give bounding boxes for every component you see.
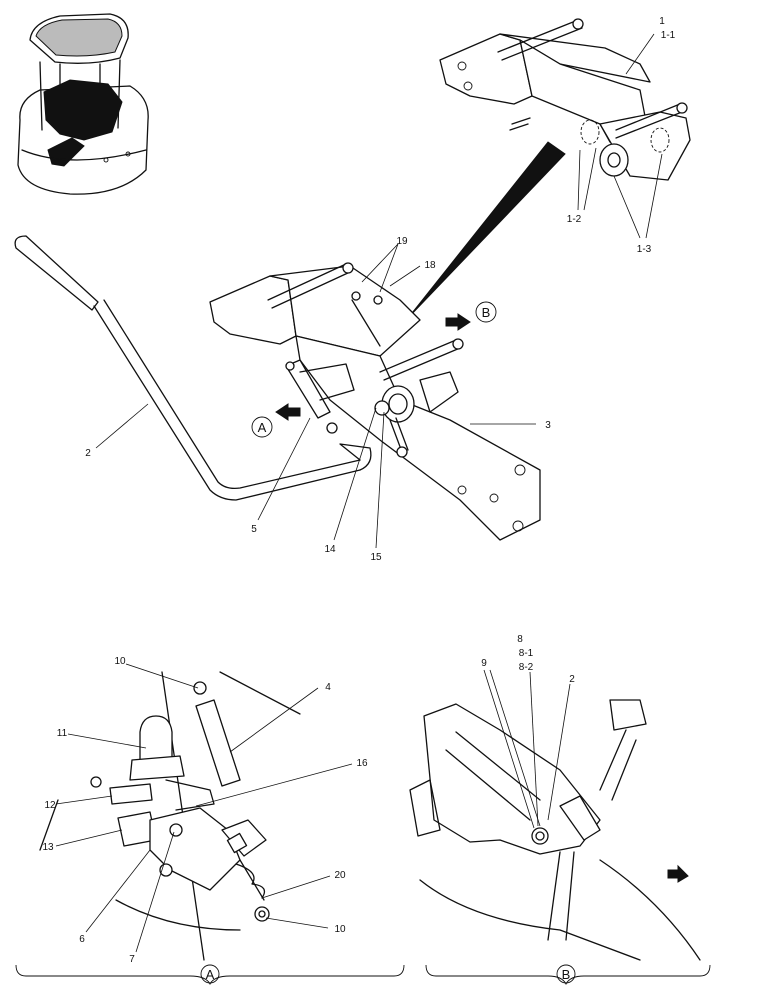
- callout-15: 15: [370, 552, 382, 563]
- callout-1-2: 1-2: [567, 214, 582, 225]
- main-assembly: [14, 235, 541, 541]
- callout-20: 20: [334, 870, 346, 881]
- detail-a-brace: [15, 964, 405, 986]
- leader-lines: [55, 33, 663, 953]
- damper-4: [195, 699, 241, 787]
- lever-2: [14, 235, 99, 311]
- callout-1-1: 1-1: [661, 30, 676, 41]
- callout-11: 11: [57, 728, 68, 739]
- callout-14: 14: [324, 544, 336, 555]
- machine-thumbnail: [17, 13, 149, 195]
- detail-a-view: [39, 671, 301, 961]
- callout-1: 1: [659, 16, 665, 27]
- callout-12: 12: [44, 800, 56, 811]
- callout-8-2: 8-2: [519, 662, 534, 673]
- detail-b-label: B: [562, 967, 571, 982]
- bracket-assembly-1: [439, 18, 691, 181]
- view-a-arrow-icon: [275, 403, 301, 421]
- callout-1-3: 1-3: [637, 244, 652, 255]
- callout-2-detail-b: 2: [569, 674, 575, 685]
- detail-pointer-wedge: [407, 141, 566, 319]
- callout-10-top: 10: [114, 656, 126, 667]
- callout-7: 7: [129, 954, 135, 965]
- callout-16: 16: [356, 758, 368, 769]
- callout-4: 4: [325, 682, 331, 693]
- callout-8-1: 8-1: [519, 648, 534, 659]
- callout-9: 9: [481, 658, 487, 669]
- callout-5: 5: [251, 524, 257, 535]
- view-a-marker: A: [258, 420, 267, 435]
- view-b-arrow-icon: [445, 313, 471, 331]
- detail-b-brace: [425, 964, 711, 986]
- callout-2: 2: [85, 448, 91, 459]
- callout-6: 6: [79, 934, 85, 945]
- callout-19: 19: [396, 236, 408, 247]
- detail-a-label: A: [206, 967, 215, 982]
- callout-3: 3: [545, 420, 551, 431]
- direction-arrow-icon: [667, 864, 689, 883]
- callout-13: 13: [42, 842, 54, 853]
- callout-18: 18: [424, 260, 436, 271]
- view-b-marker: B: [482, 305, 491, 320]
- callout-labels: 1 1-1 1-2 1-3 2 3 5 14 15 18 19 10 4 11 …: [42, 16, 675, 965]
- callout-8: 8: [517, 634, 523, 645]
- callout-10-bottom: 10: [334, 924, 346, 935]
- detail-b-view: [409, 699, 701, 961]
